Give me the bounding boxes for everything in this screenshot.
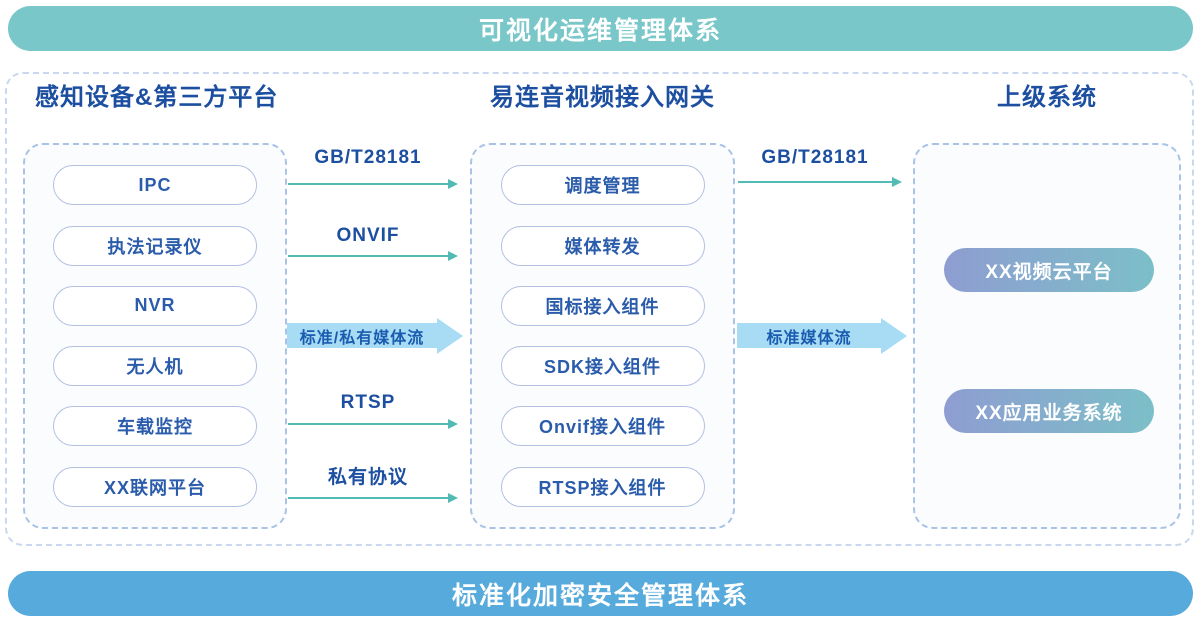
upper-pill-app-business: XX应用业务系统 [944,389,1154,433]
column-title-gateway: 易连音视频接入网关 [490,84,715,111]
column-title-upper-system: 上级系统 [997,84,1097,111]
column-title-devices: 感知设备&第三方平台 [35,84,279,111]
bottom-banner: 标准化加密安全管理体系 [8,571,1193,616]
flow-label-gbt28181-left: GB/T28181 [314,147,422,168]
top-banner: 可视化运维管理体系 [8,6,1193,51]
gateway-pill-media-forward: 媒体转发 [500,225,705,266]
flow-arrow-private-protocol [288,493,458,503]
flow-label-gbt28181-right: GB/T28181 [761,147,869,168]
device-pill-vehicle-monitor: 车载监控 [53,406,257,447]
flow-big-arrow-std-media: 标准媒体流 [737,323,881,348]
gateway-pill-dispatch-mgmt: 调度管理 [500,165,705,206]
device-pill-xx-network-platform: XX联网平台 [53,466,257,507]
gateway-pill-sdk-access: SDK接入组件 [500,346,705,387]
device-pill-body-camera: 执法记录仪 [53,225,257,266]
flow-arrow-onvif [288,251,458,261]
flow-arrow-rtsp [288,419,458,429]
gateway-pill-rtsp-access: RTSP接入组件 [500,466,705,507]
flow-big-arrow-std-private-media: 标准/私有媒体流 [287,323,437,348]
gateway-pill-onvif-access: Onvif接入组件 [500,406,705,447]
gateway-group-box: 调度管理 媒体转发 国标接入组件 SDK接入组件 Onvif接入组件 RTSP接… [470,143,735,529]
devices-group-box: IPC 执法记录仪 NVR 无人机 车载监控 XX联网平台 [23,143,287,529]
flow-arrow-gbt28181-left [288,179,458,189]
upper-system-group-box: XX视频云平台 XX应用业务系统 [913,143,1181,529]
flow-label-onvif: ONVIF [336,225,400,246]
flow-label-rtsp: RTSP [340,392,396,413]
gateway-pill-gb-access: 国标接入组件 [500,285,705,326]
device-pill-nvr: NVR [53,285,257,326]
upper-pill-video-cloud: XX视频云平台 [944,248,1154,292]
flow-arrow-gbt28181-right [738,177,902,187]
flow-label-private-protocol: 私有协议 [327,467,408,488]
device-pill-ipc: IPC [53,165,257,206]
device-pill-drone: 无人机 [53,346,257,387]
